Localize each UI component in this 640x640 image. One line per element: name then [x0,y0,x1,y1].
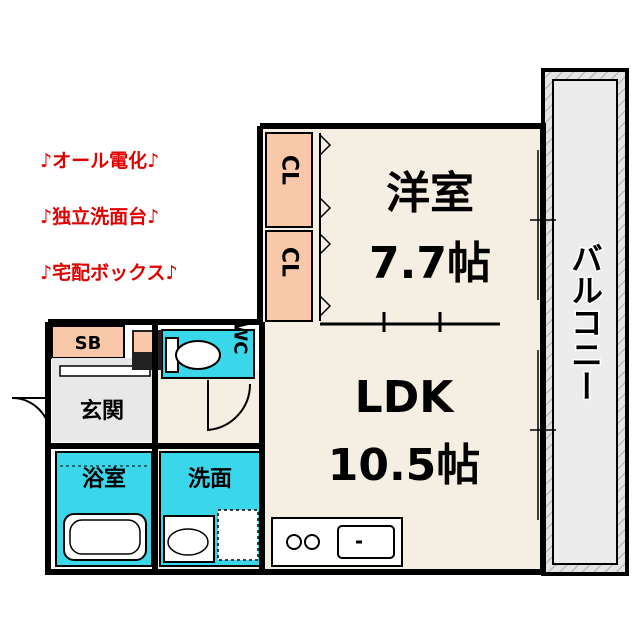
entrance-label: 玄関 [80,398,124,424]
closet-1-label: CL [277,155,302,185]
shoe-box-label: SB [75,333,102,354]
closet-1 [265,132,313,228]
feature-delivery-box: ♪宅配ボックス♪ [40,262,178,284]
ldk-room-size: 10.5帖 [328,440,481,491]
balcony-label: バルコニー [566,242,604,402]
closet-2 [265,230,313,322]
feature-independent-washstand: ♪独立洗面台♪ [40,206,160,228]
western-room-name: 洋室 [386,168,474,219]
bathroom-label: 浴室 [82,466,126,492]
ldk-room-name: LDK [355,372,456,423]
washroom-label: 洗面 [188,467,232,492]
toilet-label: WC [230,321,251,354]
closet-2-label: CL [277,247,302,277]
feature-all-electric: ♪オール電化♪ [40,150,160,172]
western-room-size: 7.7帖 [369,238,491,289]
